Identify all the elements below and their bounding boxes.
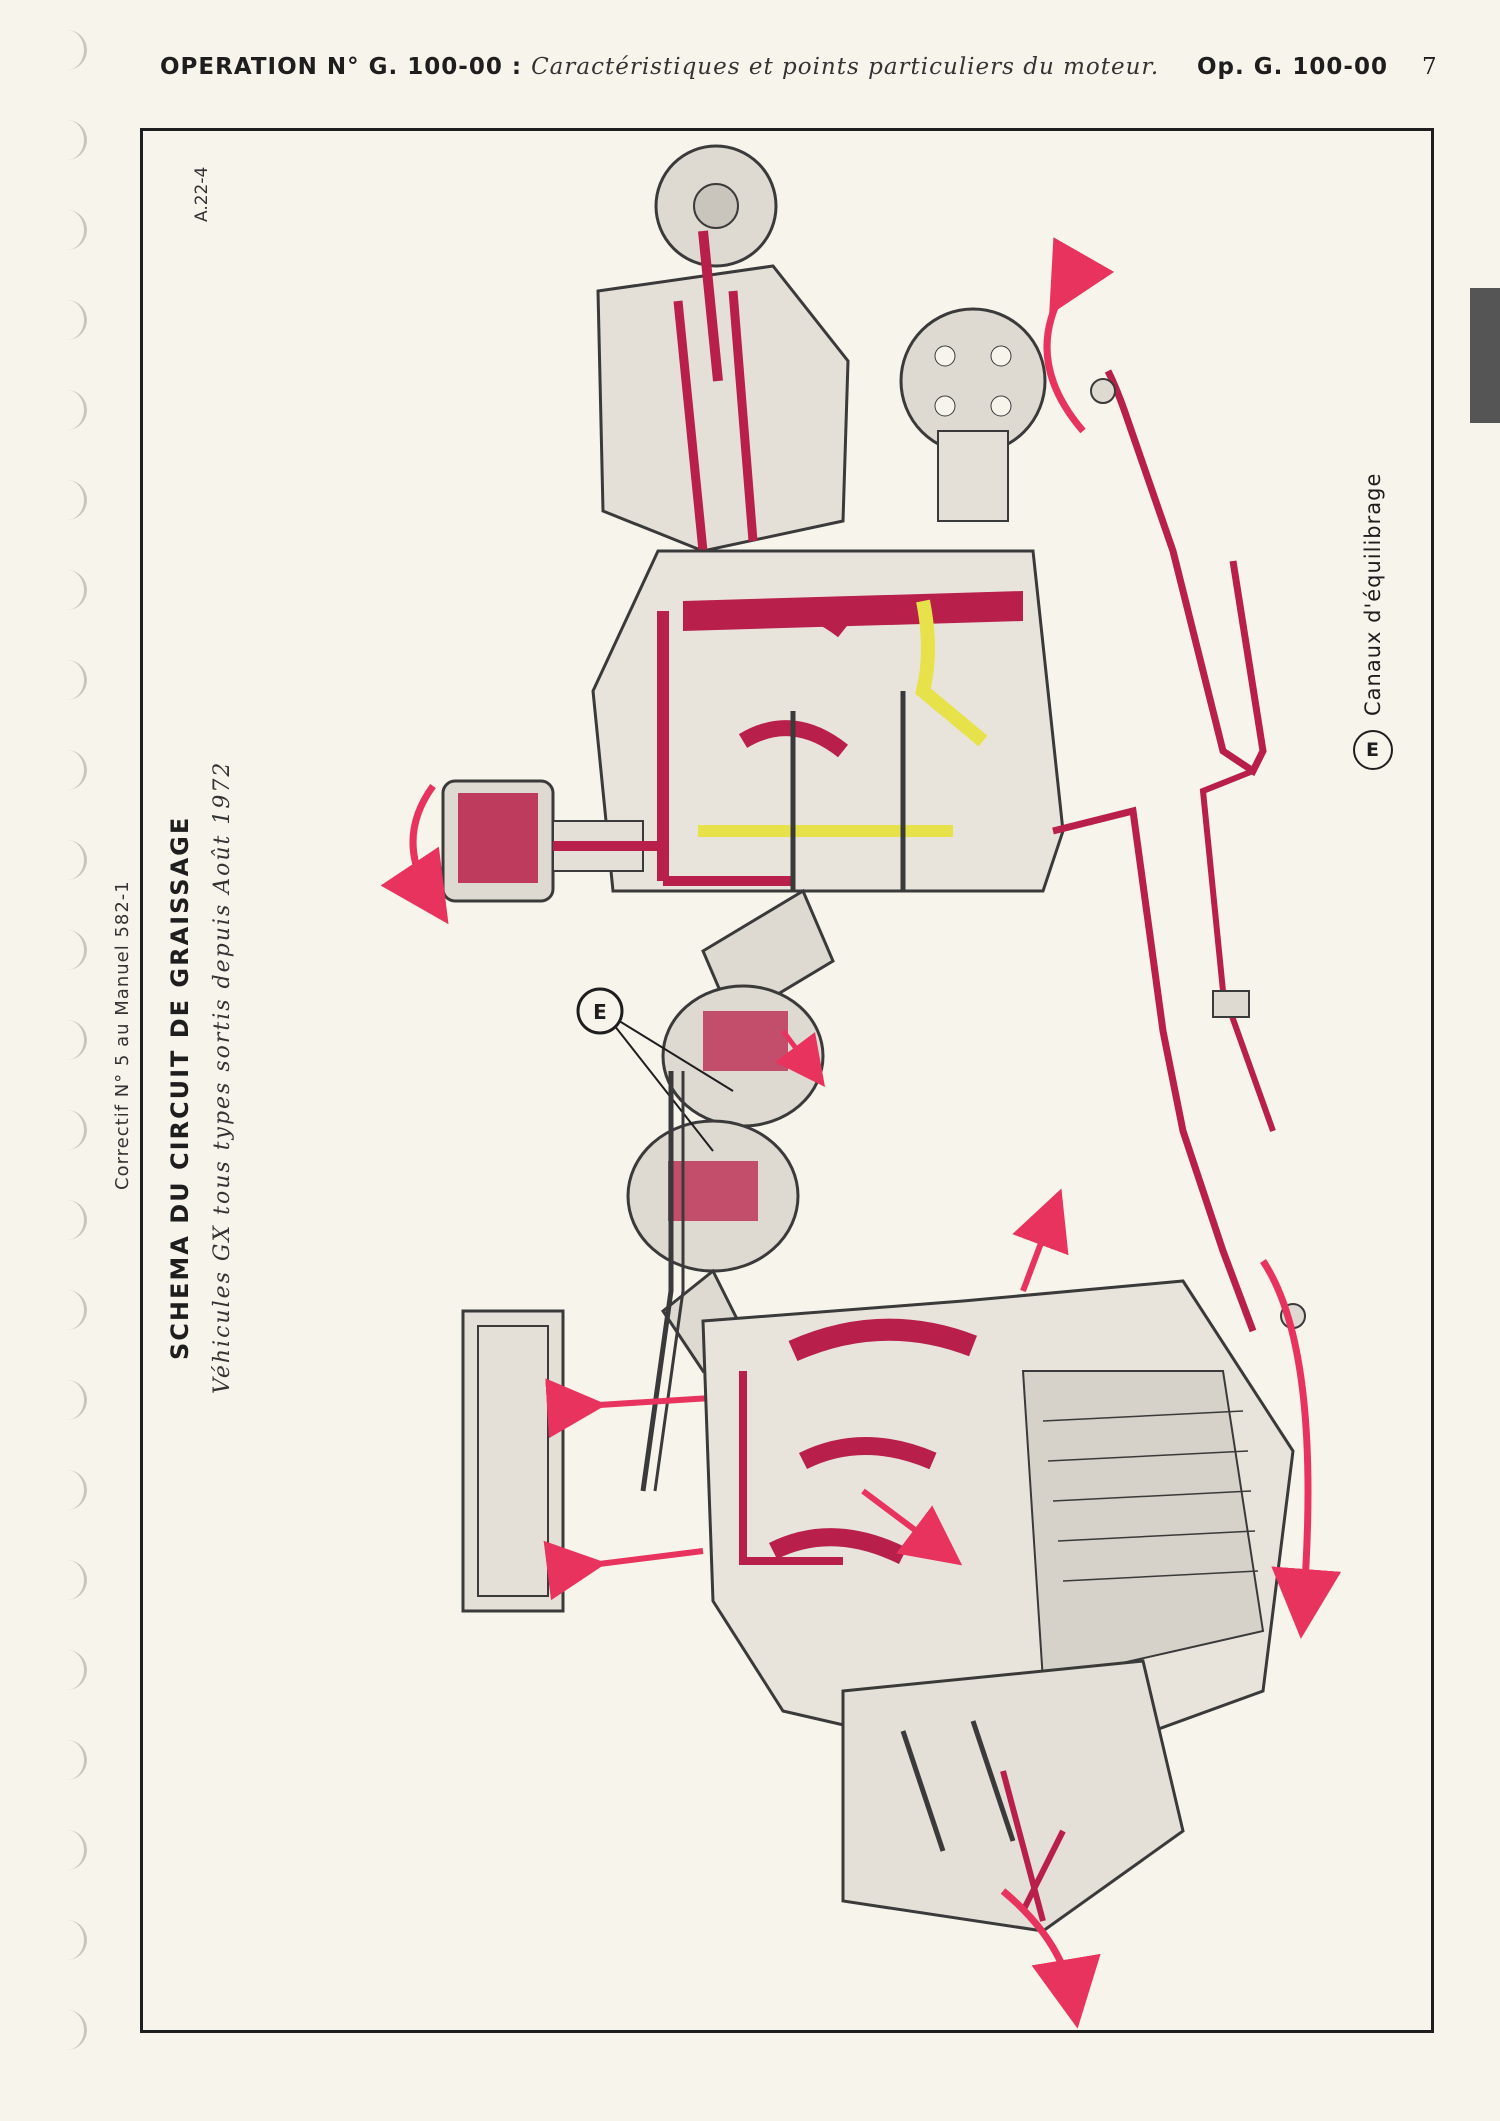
camshaft-gear-top — [654, 144, 778, 268]
operation-subtitle: Caractéristiques et points particuliers … — [531, 54, 1160, 80]
operation-reference: Op. G. 100-00 — [1197, 54, 1388, 80]
crankshaft — [626, 888, 835, 1374]
section-tab-marker — [1470, 288, 1500, 423]
operation-title: OPERATION N° G. 100-00 : Caractéristique… — [160, 54, 1159, 80]
lubrication-circuit-diagram: E — [380, 144, 1342, 2029]
page-number: 7 — [1422, 54, 1437, 80]
correctif-note: Correctif N° 5 au Manuel 582-1 — [112, 880, 133, 1190]
page-header: OPERATION N° G. 100-00 : Caractéristique… — [160, 54, 1440, 94]
dipstick-tube — [640, 1071, 685, 1492]
callout-e: E — [576, 987, 734, 1152]
oil-filter — [380, 779, 663, 925]
cylinder-head — [841, 1659, 1185, 2029]
oil-pump-gear — [899, 307, 1047, 522]
external-oil-pipes — [1043, 237, 1342, 1639]
callout-e-label: E — [593, 1000, 607, 1024]
operation-number: OPERATION N° G. 100-00 : — [160, 54, 523, 80]
lower-crankcase — [701, 1188, 1295, 1773]
oil-cooler — [461, 1309, 744, 1613]
binder-holes — [38, 30, 98, 2090]
upper-crankcase — [591, 549, 1065, 893]
figure-frame — [140, 128, 1434, 2033]
timing-housing — [596, 230, 850, 553]
